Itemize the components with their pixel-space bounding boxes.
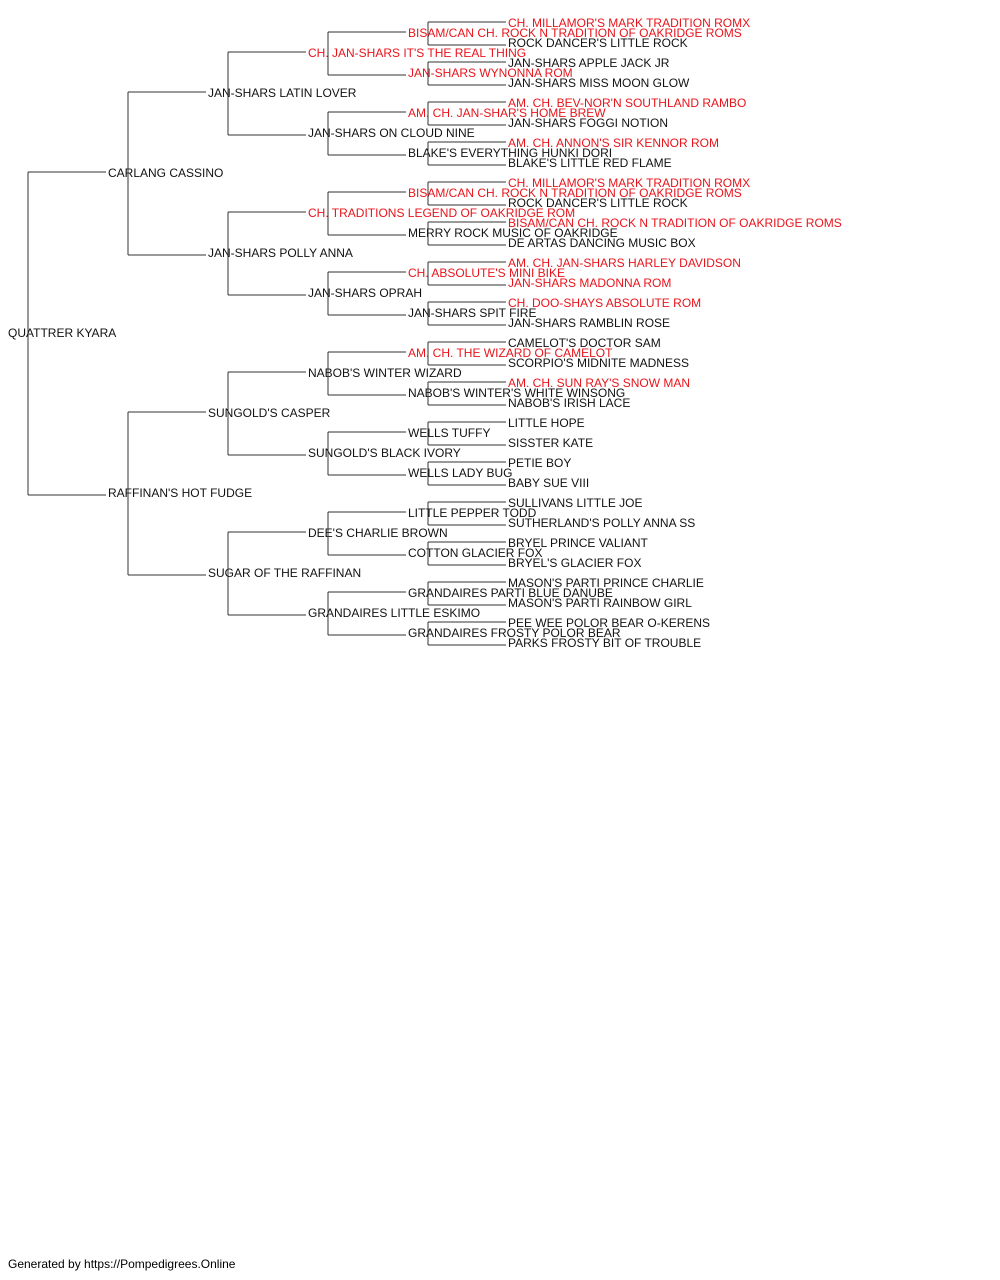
pedigree-name: SULLIVANS LITTLE JOE	[508, 496, 643, 510]
pedigree-name: NABOB'S WINTER'S WHITE WINSONG	[408, 386, 625, 400]
pedigree-name: JAN-SHARS MISS MOON GLOW	[508, 76, 690, 90]
pedigree-name: WELLS TUFFY	[408, 426, 490, 440]
pedigree-name: MASON'S PARTI PRINCE CHARLIE	[508, 576, 704, 590]
pedigree-name: PETIE BOY	[508, 456, 571, 470]
pedigree-name: AM. CH. ANNON'S SIR KENNOR ROM	[508, 136, 719, 150]
pedigree-name: MASON'S PARTI RAINBOW GIRL	[508, 596, 692, 610]
pedigree-name: CH. MILLAMOR'S MARK TRADITION ROMX	[508, 16, 750, 30]
pedigree-name: ROCK DANCER'S LITTLE ROCK	[508, 36, 688, 50]
pedigree-name: JAN-SHARS MADONNA ROM	[508, 276, 671, 290]
pedigree-name: CARLANG CASSINO	[108, 166, 223, 180]
pedigree-name: BABY SUE VIII	[508, 476, 589, 490]
pedigree-name: JAN-SHARS APPLE JACK JR	[508, 56, 670, 70]
pedigree-name: JAN-SHARS FOGGI NOTION	[508, 116, 668, 130]
pedigree-name: DE ARTAS DANCING MUSIC BOX	[508, 236, 696, 250]
pedigree-name: SUGAR OF THE RAFFINAN	[208, 566, 361, 580]
pedigree-name: BRYEL PRINCE VALIANT	[508, 536, 648, 550]
pedigree-name: WELLS LADY BUG	[408, 466, 512, 480]
pedigree-name: JAN-SHARS POLLY ANNA	[208, 246, 353, 260]
pedigree-name: JAN-SHARS WYNONNA ROM	[408, 66, 573, 80]
pedigree-name: SISSTER KATE	[508, 436, 593, 450]
footer-credit: Generated by https://Pompedigrees.Online	[8, 1257, 236, 1271]
pedigree-name: LITTLE PEPPER TODD	[408, 506, 537, 520]
pedigree-name: BRYEL'S GLACIER FOX	[508, 556, 641, 570]
pedigree-name: BISAM/CAN CH. ROCK N TRADITION OF OAKRID…	[408, 26, 742, 40]
pedigree-name: GRANDAIRES LITTLE ESKIMO	[308, 606, 480, 620]
pedigree-name: CH. DOO-SHAYS ABSOLUTE ROM	[508, 296, 701, 310]
pedigree-name: QUATTRER KYARA	[8, 326, 116, 340]
pedigree-name: BISAM/CAN CH. ROCK N TRADITION OF OAKRID…	[408, 186, 742, 200]
pedigree-name: PARKS FROSTY BIT OF TROUBLE	[508, 636, 701, 650]
pedigree-name: BLAKE'S EVERYTHING HUNKI DORI	[408, 146, 612, 160]
pedigree-name: MERRY ROCK MUSIC OF OAKRIDGE	[408, 226, 618, 240]
pedigree-name: GRANDAIRES PARTI BLUE DANUBE	[408, 586, 613, 600]
pedigree-name: GRANDAIRES FROSTY POLOR BEAR	[408, 626, 621, 640]
pedigree-name: AM. CH. THE WIZARD OF CAMELOT	[408, 346, 613, 360]
pedigree-name: AM. CH. BEV-NOR'N SOUTHLAND RAMBO	[508, 96, 746, 110]
pedigree-name: CH. MILLAMOR'S MARK TRADITION ROMX	[508, 176, 750, 190]
pedigree-name: DEE'S CHARLIE BROWN	[308, 526, 448, 540]
pedigree-name: NABOB'S IRISH LACE	[508, 396, 630, 410]
pedigree-name: COTTON GLACIER FOX	[408, 546, 542, 560]
pedigree-name: RAFFINAN'S HOT FUDGE	[108, 486, 252, 500]
pedigree-name: ROCK DANCER'S LITTLE ROCK	[508, 196, 688, 210]
pedigree-name: BLAKE'S LITTLE RED FLAME	[508, 156, 672, 170]
pedigree-name: JAN-SHARS LATIN LOVER	[208, 86, 357, 100]
pedigree-name: CAMELOT'S DOCTOR SAM	[508, 336, 661, 350]
pedigree-name: LITTLE HOPE	[508, 416, 585, 430]
pedigree-name: SCORPIO'S MIDNITE MADNESS	[508, 356, 689, 370]
pedigree-name: JAN-SHARS ON CLOUD NINE	[308, 126, 475, 140]
pedigree-name: CH. JAN-SHARS IT'S THE REAL THING	[308, 46, 526, 60]
pedigree-name: JAN-SHARS RAMBLIN ROSE	[508, 316, 670, 330]
pedigree-name: BISAM/CAN CH. ROCK N TRADITION OF OAKRID…	[508, 216, 842, 230]
pedigree-name: SUTHERLAND'S POLLY ANNA SS	[508, 516, 695, 530]
pedigree-name: CH. ABSOLUTE'S MINI BIKE	[408, 266, 565, 280]
pedigree-name: JAN-SHARS SPIT FIRE	[408, 306, 536, 320]
pedigree-name: NABOB'S WINTER WIZARD	[308, 366, 462, 380]
pedigree-name: SUNGOLD'S BLACK IVORY	[308, 446, 461, 460]
pedigree-name: CH. TRADITIONS LEGEND OF OAKRIDGE ROM	[308, 206, 575, 220]
pedigree-name: SUNGOLD'S CASPER	[208, 406, 331, 420]
pedigree-name: AM. CH. SUN RAY'S SNOW MAN	[508, 376, 690, 390]
pedigree-name: AM. CH. JAN-SHARS HARLEY DAVIDSON	[508, 256, 741, 270]
pedigree-name: AM. CH. JAN-SHAR'S HOME BREW	[408, 106, 606, 120]
pedigree-name: PEE WEE POLOR BEAR O-KERENS	[508, 616, 710, 630]
pedigree-name: JAN-SHARS OPRAH	[308, 286, 422, 300]
